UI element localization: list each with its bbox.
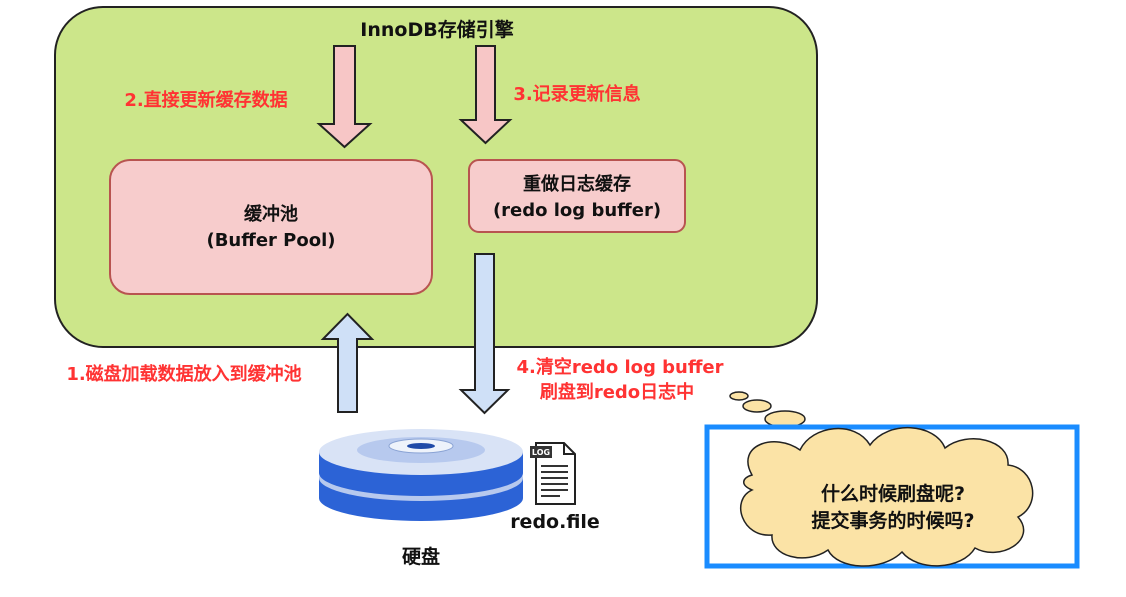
flush-to-disk-arrow xyxy=(458,253,511,415)
engine-title: InnoDB存储引擎 xyxy=(360,18,513,41)
buffer-pool-label: 缓冲池 xyxy=(244,203,298,225)
thought-bubble-dots xyxy=(729,391,806,428)
file-tag: LOG xyxy=(532,448,550,457)
file-label: redo.file xyxy=(510,511,600,533)
hard-disk-icon xyxy=(319,429,523,521)
step1-label: 1.磁盘加载数据放入到缓冲池 xyxy=(66,363,301,385)
redo-file-icon: LOG xyxy=(530,442,576,505)
redo-buffer-label: 重做日志缓存 xyxy=(523,173,631,195)
thought-cloud xyxy=(740,426,1034,567)
step3-label: 3.记录更新信息 xyxy=(513,83,640,105)
redo-log-buffer-box xyxy=(468,159,686,233)
step2-label: 2.直接更新缓存数据 xyxy=(124,89,287,111)
thought-line1: 什么时候刷盘呢? xyxy=(821,482,965,505)
step4-label-line2: 刷盘到redo日志中 xyxy=(540,381,694,403)
update-cache-arrow xyxy=(316,45,373,149)
thought-line2: 提交事务的时候吗? xyxy=(811,509,974,532)
redo-buffer-sublabel: (redo log buffer) xyxy=(493,200,661,221)
buffer-pool-sublabel: (Buffer Pool) xyxy=(206,230,335,251)
disk-label: 硬盘 xyxy=(402,545,440,568)
load-to-buffer-arrow xyxy=(320,312,375,413)
record-update-arrow xyxy=(458,45,513,145)
highlight-frame xyxy=(704,424,1080,569)
step4-label-line1: 4.清空redo log buffer xyxy=(516,356,723,378)
buffer-pool-box xyxy=(109,159,433,295)
